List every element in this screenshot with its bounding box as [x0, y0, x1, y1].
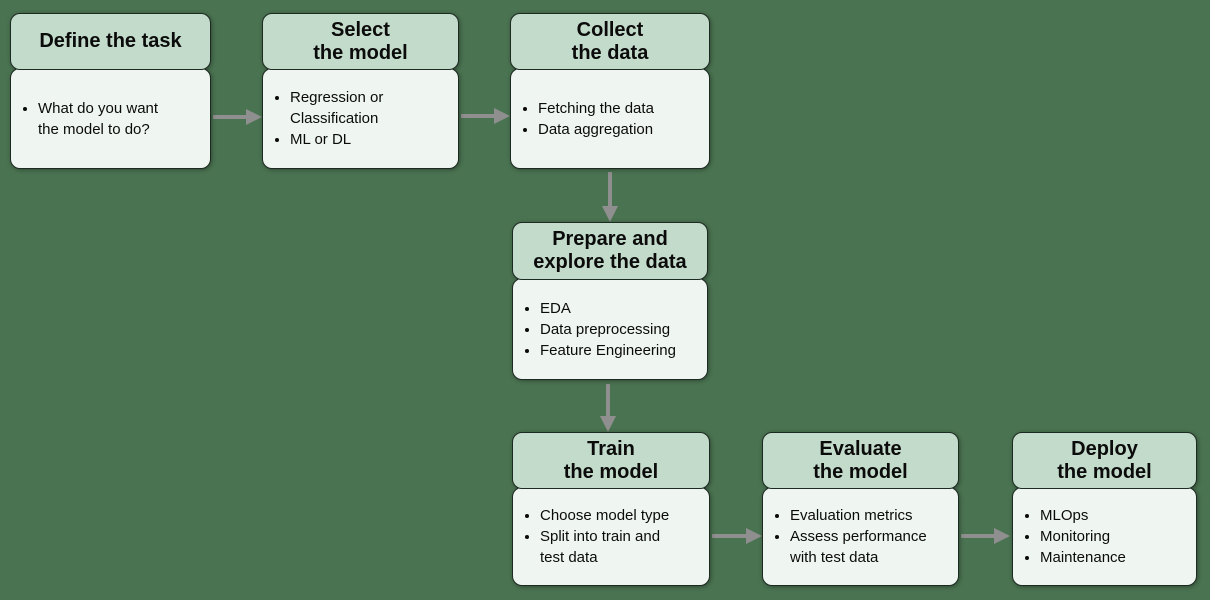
bullet-item: Regression or Classification	[290, 87, 383, 129]
bullet-item: Choose model type	[540, 505, 669, 526]
arrow-select-to-collect	[461, 108, 510, 124]
bullet-item: Maintenance	[1040, 547, 1126, 568]
arrow-define-to-select	[213, 109, 262, 125]
flow-box-select-model: Select the model Regression or Classific…	[262, 13, 459, 169]
box-body-train-model: Choose model typeSplit into train and te…	[512, 487, 710, 586]
flow-box-evaluate-model: Evaluate the model Evaluation metricsAss…	[762, 432, 959, 586]
bullet-item: EDA	[540, 298, 676, 319]
bullet-list: Choose model typeSplit into train and te…	[513, 505, 677, 568]
arrow-evaluate-to-deploy	[961, 528, 1010, 544]
box-title-define-task: Define the task	[10, 13, 211, 70]
box-title-prepare-explore-data: Prepare and explore the data	[512, 222, 708, 280]
bullet-item: MLOps	[1040, 505, 1126, 526]
flow-box-train-model: Train the model Choose model typeSplit i…	[512, 432, 710, 586]
flow-box-prepare-explore-data: Prepare and explore the data EDAData pre…	[512, 222, 708, 380]
box-body-deploy-model: MLOpsMonitoringMaintenance	[1012, 487, 1197, 586]
bullet-item: Data preprocessing	[540, 319, 676, 340]
box-title-deploy-model: Deploy the model	[1012, 432, 1197, 489]
bullet-item: Feature Engineering	[540, 340, 676, 361]
bullet-item: Evaluation metrics	[790, 505, 927, 526]
bullet-list: EDAData preprocessingFeature Engineering	[513, 298, 684, 361]
flow-box-collect-data: Collect the data Fetching the dataData a…	[510, 13, 710, 169]
box-body-prepare-explore-data: EDAData preprocessingFeature Engineering	[512, 278, 708, 380]
bullet-list: MLOpsMonitoringMaintenance	[1013, 505, 1134, 568]
bullet-item: Monitoring	[1040, 526, 1126, 547]
box-body-define-task: What do you want the model to do?	[10, 68, 211, 169]
bullet-list: Regression or ClassificationML or DL	[263, 87, 391, 150]
box-title-collect-data: Collect the data	[510, 13, 710, 70]
bullet-item: Fetching the data	[538, 98, 654, 119]
box-body-evaluate-model: Evaluation metricsAssess performance wit…	[762, 487, 959, 586]
box-body-select-model: Regression or ClassificationML or DL	[262, 68, 459, 169]
arrow-collect-to-prepare	[602, 172, 618, 222]
bullet-item: Split into train and test data	[540, 526, 669, 568]
arrow-prepare-to-train	[600, 384, 616, 432]
bullet-list: Evaluation metricsAssess performance wit…	[763, 505, 935, 568]
bullet-item: ML or DL	[290, 129, 383, 150]
box-body-collect-data: Fetching the dataData aggregation	[510, 68, 710, 169]
bullet-item: Assess performance with test data	[790, 526, 927, 568]
flow-box-define-task: Define the task What do you want the mod…	[10, 13, 211, 169]
bullet-list: Fetching the dataData aggregation	[511, 98, 662, 140]
box-title-select-model: Select the model	[262, 13, 459, 70]
box-title-evaluate-model: Evaluate the model	[762, 432, 959, 489]
bullet-item: Data aggregation	[538, 119, 654, 140]
bullet-item: What do you want the model to do?	[38, 98, 158, 140]
box-title-train-model: Train the model	[512, 432, 710, 489]
arrow-train-to-evaluate	[712, 528, 762, 544]
flow-box-deploy-model: Deploy the model MLOpsMonitoringMaintena…	[1012, 432, 1197, 586]
bullet-list: What do you want the model to do?	[11, 98, 166, 140]
